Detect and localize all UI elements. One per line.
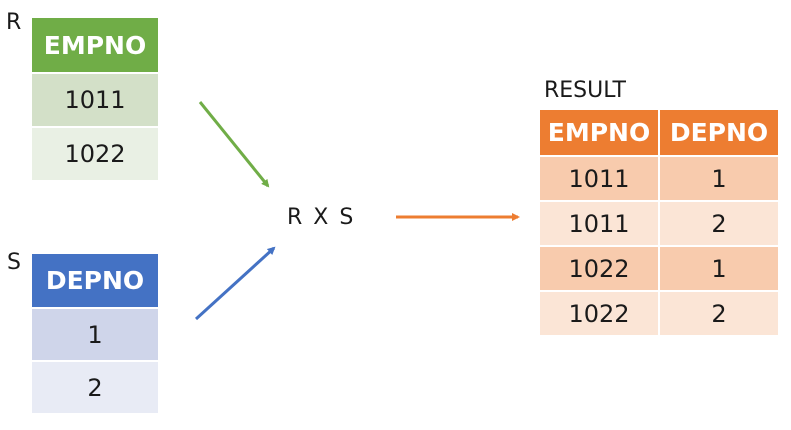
table-row: 1022 2 bbox=[540, 292, 778, 335]
table-row: 1011 2 bbox=[540, 202, 778, 247]
relation-s-label: S bbox=[7, 250, 21, 275]
relation-r-cell: 1022 bbox=[32, 128, 158, 180]
result-cell-empno: 1022 bbox=[540, 292, 658, 335]
result-cell-depno: 2 bbox=[658, 292, 778, 335]
result-header-empno: EMPNO bbox=[540, 110, 658, 157]
table-row: 1011 bbox=[32, 74, 158, 128]
table-row: 1 bbox=[32, 309, 158, 362]
relation-s-cell: 1 bbox=[32, 309, 158, 362]
result-header-depno: DEPNO bbox=[658, 110, 778, 157]
relation-s-header-depno: DEPNO bbox=[32, 254, 158, 309]
result-cell-empno: 1011 bbox=[540, 202, 658, 247]
result-cell-empno: 1022 bbox=[540, 247, 658, 292]
result-cell-depno: 2 bbox=[658, 202, 778, 247]
table-row: 2 bbox=[32, 362, 158, 413]
relation-r-cell: 1011 bbox=[32, 74, 158, 128]
arrow-s-to-operation bbox=[194, 246, 276, 321]
result-cell-depno: 1 bbox=[658, 247, 778, 292]
result-label: RESULT bbox=[544, 78, 626, 103]
table-row: 1022 bbox=[32, 128, 158, 180]
table-row: 1011 1 bbox=[540, 157, 778, 202]
relation-s-cell: 2 bbox=[32, 362, 158, 413]
result-table: EMPNO DEPNO 1011 1 1011 2 1022 1 1022 2 bbox=[540, 110, 778, 335]
table-row: 1022 1 bbox=[540, 247, 778, 292]
result-cell-empno: 1011 bbox=[540, 157, 658, 202]
result-cell-depno: 1 bbox=[658, 157, 778, 202]
operation-label: R X S bbox=[287, 205, 354, 230]
relation-r-label: R bbox=[6, 10, 22, 35]
relation-r-table: EMPNO 1011 1022 bbox=[32, 18, 158, 180]
relation-r-header-empno: EMPNO bbox=[32, 18, 158, 74]
arrow-r-to-operation bbox=[198, 101, 270, 188]
relation-s-table: DEPNO 1 2 bbox=[32, 254, 158, 413]
